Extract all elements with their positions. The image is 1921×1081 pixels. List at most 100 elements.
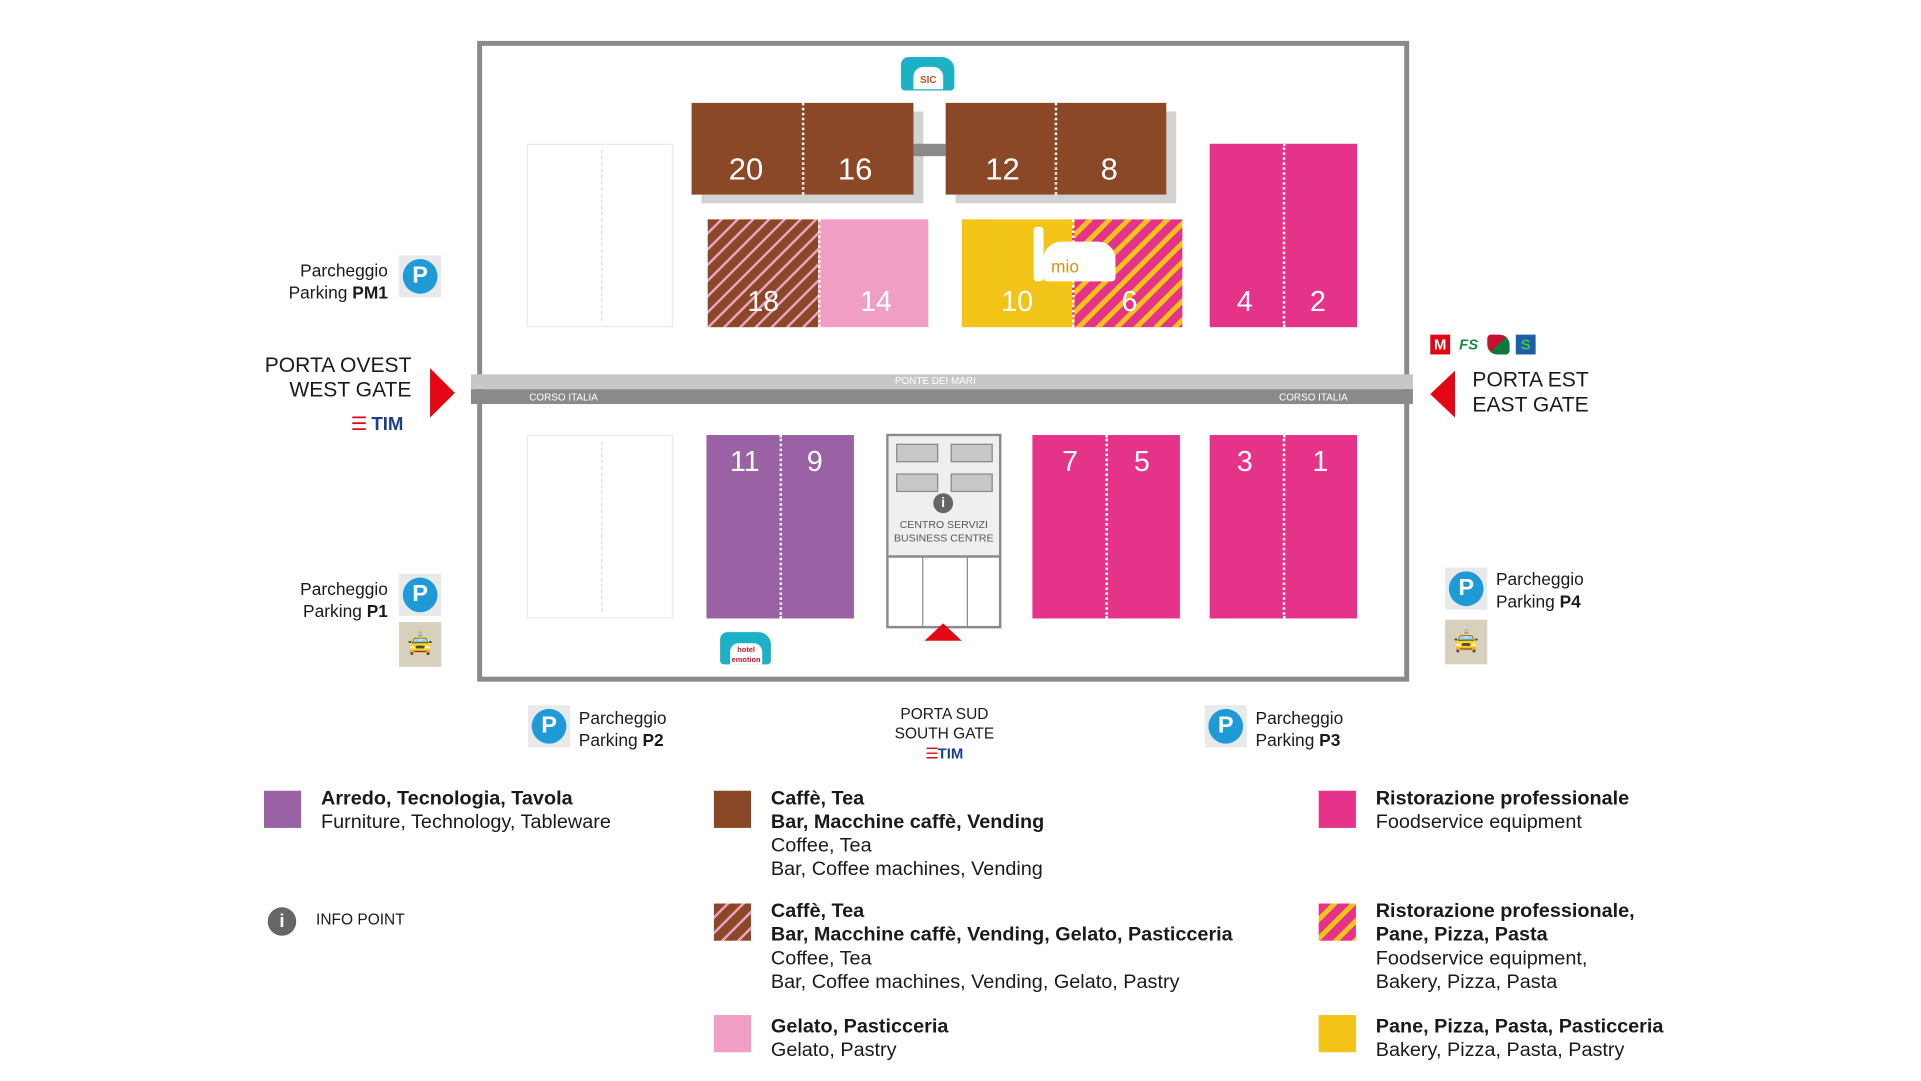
legend-en: Bar, Coffee machines, Vending, Gelato, P… (770, 971, 1180, 993)
legend-swatch-gelato (713, 1015, 752, 1053)
empty-hall-bottom (526, 435, 673, 619)
trenord-icon: T (1487, 334, 1510, 355)
legend-swatch-foodservice-bakery (1318, 903, 1356, 941)
west-gate-en: WEST GATE (289, 378, 412, 402)
logo-arch (1043, 241, 1116, 282)
legend-en: Gelato, Pastry (770, 1039, 897, 1061)
legend-en: Foodservice equipment, (1375, 948, 1588, 970)
parking-p3-icon[interactable]: P (1204, 705, 1247, 748)
legend-en: Foodservice equipment (1375, 811, 1582, 833)
business-centre[interactable]: i CENTRO SERVIZI BUSINESS CENTRE (886, 433, 1002, 629)
legend-it: Pane, Pizza, Pasta (1375, 924, 1548, 946)
parking-pm1-label: Parcheggio Parking PM1 (248, 259, 388, 304)
parking-it: Parcheggio (1255, 707, 1344, 728)
hall-divider (801, 102, 805, 195)
east-gate-arrow-icon (1430, 370, 1456, 418)
hall-number-3: 3 (1236, 444, 1253, 478)
business-centre-it: CENTRO SERVIZI (899, 518, 988, 531)
hall-number-4: 4 (1236, 285, 1253, 318)
hall-3-1[interactable]: 3 1 (1209, 435, 1358, 619)
hall-18[interactable]: 18 (707, 219, 819, 328)
parking-it: Parcheggio (300, 260, 388, 281)
hall-number-16: 16 (837, 152, 873, 188)
parking-p1-icon[interactable]: P (399, 573, 442, 616)
parking-p4-icon[interactable]: P (1445, 567, 1488, 610)
office-room (896, 473, 939, 493)
parking-en: Parking (1495, 591, 1560, 612)
hall-number-10: 10 (1001, 285, 1034, 318)
suburban-s-icon: S (1515, 334, 1536, 355)
taxi-icon: 🚖 (399, 622, 442, 667)
legend-swatch-bakery (1318, 1015, 1356, 1053)
ponte-dei-mari-bridge: PONTE DEI MARI (470, 374, 1413, 390)
street-label-right: CORSO ITALIA (1279, 391, 1348, 403)
legend-en: Furniture, Technology, Tableware (321, 811, 611, 833)
east-gate-it: PORTA EST (1472, 368, 1589, 392)
parking-en: Parking (1255, 730, 1320, 750)
west-gate-label: PORTA OVEST WEST GATE (223, 353, 412, 403)
legend-swatch-foodservice (1318, 790, 1356, 828)
parking-p2-icon[interactable]: P (527, 705, 571, 748)
hall-number-12: 12 (985, 152, 1020, 188)
legend-gelato: Gelato, Pasticceria Gelato, Pastry (771, 1015, 948, 1062)
hall-divider (1105, 435, 1109, 619)
hall-4-2[interactable]: 4 2 (1209, 143, 1358, 328)
sic-host-logo: SIC (901, 57, 955, 91)
legend-it: Ristorazione professionale (1375, 788, 1630, 810)
hall-number-5: 5 (1134, 444, 1150, 478)
hall-number-6: 6 (1121, 285, 1138, 318)
parking-pm1-icon[interactable]: P (399, 255, 442, 298)
legend-coffee: Caffè, Tea Bar, Macchine caffè, Vending … (771, 787, 1044, 881)
hall-divider (779, 435, 783, 619)
parking-en: Parking (578, 730, 643, 750)
business-centre-label: CENTRO SERVIZI BUSINESS CENTRE (889, 518, 999, 545)
parking-code: P4 (1559, 591, 1581, 612)
hall-divider (1282, 143, 1286, 328)
legend-swatch-coffee (713, 790, 752, 828)
hall-number-20: 20 (728, 152, 764, 188)
hall-divider (1054, 102, 1058, 195)
parking-it: Parcheggio (578, 707, 667, 728)
hall-11-9[interactable]: 11 9 (706, 435, 854, 619)
office-room (950, 473, 993, 493)
bridge-label: PONTE DEI MARI (894, 375, 976, 387)
business-centre-en: BUSINESS CENTRE (894, 531, 994, 545)
legend-furniture: Arredo, Tecnologia, Tavola Furniture, Te… (321, 787, 611, 834)
east-gate-label: PORTA EST EAST GATE (1472, 368, 1588, 418)
legend-coffee-gelato: Caffè, Tea Bar, Macchine caffè, Vending,… (771, 900, 1233, 994)
hall-number-18: 18 (747, 285, 780, 318)
south-gate-label: PORTA SUD SOUTH GATE ☰TIM (868, 704, 1022, 763)
tim-text: TIM (937, 744, 964, 763)
parking-p-glyph: P (402, 259, 438, 294)
hall-7-5[interactable]: 7 5 (1032, 435, 1180, 619)
legend-it: Bar, Macchine caffè, Vending (770, 811, 1045, 833)
hall-divider (601, 441, 603, 613)
legend-it: Pane, Pizza, Pasta, Pasticceria (1375, 1016, 1664, 1038)
hall-divider (1282, 435, 1286, 619)
hall-number-7: 7 (1062, 444, 1079, 478)
hall-14[interactable]: 14 (818, 219, 929, 328)
parking-p-glyph: P (531, 708, 567, 744)
tim-stripes-icon: ☰ (350, 413, 368, 436)
legend-en: Coffee, Tea (770, 835, 872, 857)
hall-number-2: 2 (1310, 285, 1326, 318)
west-gate-it: PORTA OVEST (264, 353, 412, 377)
legend-it: Arredo, Tecnologia, Tavola (321, 788, 573, 810)
parking-p4-label: Parcheggio Parking P4 (1496, 568, 1584, 613)
parking-code: P3 (1319, 730, 1341, 750)
divider (966, 556, 968, 626)
legend-it: Bar, Macchine caffè, Vending, Gelato, Pa… (770, 924, 1233, 946)
hall-20-16[interactable]: 20 16 (691, 102, 914, 195)
mio-host-logo: mio (1033, 226, 1116, 282)
legend-swatch-coffee-gelato (713, 903, 752, 941)
legend-it: Ristorazione professionale, (1375, 901, 1635, 923)
tim-logo: ☰ TIM (351, 413, 404, 435)
hall-number-11: 11 (730, 444, 760, 478)
metro-icon: M (1430, 334, 1451, 355)
south-gate-arrow-icon (924, 623, 962, 641)
hall-12-8[interactable]: 12 8 (945, 102, 1167, 195)
legend-swatch-furniture (263, 790, 302, 828)
parking-en: Parking (288, 282, 353, 303)
